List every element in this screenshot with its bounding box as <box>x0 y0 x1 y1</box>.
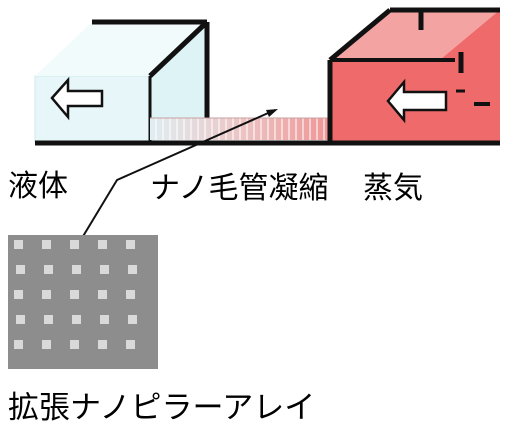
pillar-dot <box>42 290 51 299</box>
nanochannel <box>150 117 352 140</box>
pillar-dot <box>98 240 107 249</box>
pillar-dot <box>70 240 79 249</box>
liquid-label: 液体 <box>8 169 68 204</box>
pillar-dot <box>98 340 107 349</box>
pointer-arrow <box>81 109 278 239</box>
pillar-dot <box>126 240 135 249</box>
left-arrow-icon <box>386 78 448 124</box>
pillar-dot <box>98 290 107 299</box>
nano-capillary-condensation-label: ナノ毛管凝縮 <box>150 171 329 206</box>
pillar-dot <box>16 315 25 324</box>
vapor-label: 蒸気 <box>363 171 423 206</box>
pillar-dots <box>14 240 137 349</box>
pillar-dot <box>128 265 137 274</box>
pillar-dot <box>16 265 25 274</box>
pillar-dot <box>42 340 51 349</box>
pillar-dot <box>70 290 79 299</box>
pillar-array-image <box>8 235 158 369</box>
pillar-dot <box>128 315 137 324</box>
pillar-dot <box>14 240 23 249</box>
pillar-dot <box>70 340 79 349</box>
left-arrow-icon <box>50 76 104 121</box>
pillar-dot <box>42 240 51 249</box>
pillar-dot <box>126 290 135 299</box>
pillar-dot <box>100 315 109 324</box>
pillar-dot <box>72 315 81 324</box>
pillar-dot <box>44 315 53 324</box>
pillar-array-label: 拡張ナノピラーアレイ <box>8 390 316 426</box>
pillar-dot <box>44 265 53 274</box>
pillar-dot <box>126 340 135 349</box>
pillar-dot <box>72 265 81 274</box>
pillar-dot <box>14 340 23 349</box>
pillar-dot <box>100 265 109 274</box>
vapor-reservoir <box>327 7 500 143</box>
pillar-dot <box>14 290 23 299</box>
